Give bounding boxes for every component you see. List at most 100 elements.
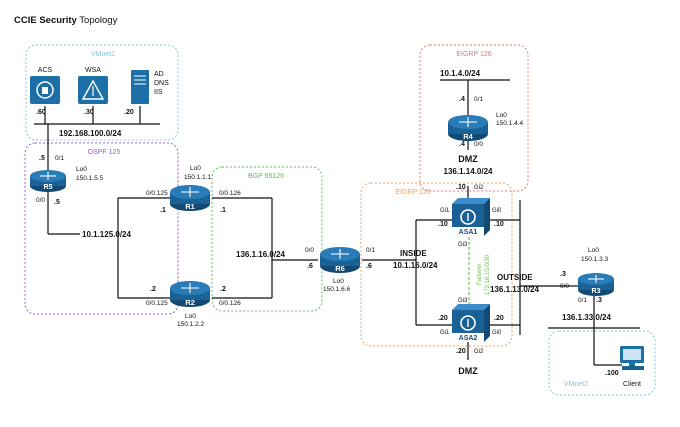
- ospf-zone: [24, 142, 179, 315]
- network-136-1-16: 136.1.16.0/24: [236, 250, 285, 259]
- client-ip: .100: [605, 370, 619, 377]
- network-136-1-13: 136.1.13.0/24: [490, 285, 539, 294]
- r5-lo-label: Lo0: [76, 166, 87, 173]
- client-label: Client: [623, 381, 641, 388]
- ad-label: AD: [154, 71, 164, 78]
- iis-label: IIS: [154, 89, 163, 96]
- asa2-dmz-if: Gi2: [474, 349, 484, 355]
- network-10-1-125: 10.1.125.0/24: [82, 230, 131, 239]
- diagram-title: CCIE Security Topology: [14, 15, 118, 26]
- asa1-gi0-ip: .10: [494, 221, 504, 228]
- asa2-dmz-ip: .20: [456, 348, 466, 355]
- vmnet2-zone: [548, 330, 656, 396]
- r6-if-left: 0/0: [305, 247, 314, 254]
- asa-dmz-if: Gi2: [474, 185, 484, 191]
- router-r1[interactable]: [170, 185, 210, 211]
- failover-network: 172.16.10.0/30: [485, 254, 491, 295]
- r2-if-right: 0/0.126: [219, 300, 241, 307]
- dns-label: DNS: [154, 80, 169, 87]
- r3-lo-ip: 150.1.3.3: [581, 256, 608, 263]
- router-r2[interactable]: [170, 281, 210, 307]
- r6-ip-right: .6: [366, 263, 372, 270]
- asa2-gi0-ip: .20: [494, 315, 504, 322]
- network-136-1-33: 136.1.33.0/24: [562, 313, 611, 322]
- wsa-ip: .30: [84, 109, 94, 116]
- asa-dmz-ip: .10: [456, 184, 466, 191]
- asa1-gi1: Gi1: [440, 208, 450, 214]
- r4-lo-label: Lo0: [496, 112, 507, 119]
- r2-lo-ip: 150.1.2.2: [177, 321, 204, 328]
- r4-up-if: 0/1: [474, 96, 483, 103]
- eigrp-inside-zone-label: EIGRP 126: [395, 189, 430, 196]
- eigrp-top-zone-label: EIGRP 126: [456, 51, 491, 58]
- router-r6[interactable]: [320, 247, 360, 273]
- asa2-gi1: Gi1: [440, 330, 450, 336]
- asa2-gi3: Gi3: [458, 298, 468, 304]
- network-10-1-4: 10.1.4.0/24: [440, 69, 481, 78]
- r2-ip-left: .2: [150, 286, 156, 293]
- r4-dn-ip: .4: [459, 141, 465, 148]
- asa2-gi1-ip: .20: [438, 315, 448, 322]
- vmnet1-zone: [25, 44, 179, 141]
- r3-dn-if: 0/1: [578, 297, 587, 304]
- router-r3[interactable]: [578, 273, 614, 296]
- eigrp-top-zone: [419, 44, 529, 192]
- network-10-1-16: 10.1.16.0/24: [393, 261, 438, 270]
- r5-lo-ip: 150.1.5.5: [76, 175, 103, 182]
- r5-dn-ip: .5: [54, 199, 60, 206]
- failover-label: Failover: [477, 264, 483, 285]
- router-r5[interactable]: [30, 170, 66, 192]
- r6-if-right: 0/1: [366, 247, 375, 254]
- r3-lo-label: Lo0: [588, 247, 599, 254]
- r1-if-right: 0/0.126: [219, 190, 241, 197]
- network-136-1-14: 136.1.14.0/24: [444, 167, 493, 176]
- r1-name: R1: [185, 202, 195, 211]
- vmnet1-zone-label: VMnet1: [91, 51, 115, 58]
- firewall-asa1[interactable]: [452, 198, 490, 236]
- r4-lo-ip: 150.1.4.4: [496, 120, 523, 127]
- wsa-appliance-icon[interactable]: [78, 76, 108, 104]
- router-r4[interactable]: [448, 115, 488, 141]
- inside-name: INSIDE: [400, 249, 427, 258]
- r4-up-ip: .4: [459, 96, 465, 103]
- dmz-bottom-name: DMZ: [458, 366, 478, 376]
- asa1-name: ASA1: [459, 229, 478, 236]
- r2-lo-label: Lo0: [185, 313, 196, 320]
- r3-left-if: 0/0: [560, 283, 569, 290]
- bgp-zone: [211, 166, 323, 312]
- r4-dn-if: 0/0: [474, 141, 483, 148]
- ad-ip: .20: [124, 109, 134, 116]
- outside-name: OUTSIDE: [497, 273, 533, 282]
- asa2-gi0: Gi0: [492, 330, 502, 336]
- asa2-name: ASA2: [459, 335, 478, 342]
- r1-ip-right: .1: [220, 207, 226, 214]
- asa1-gi0: Gi0: [492, 208, 502, 214]
- dmz-top-name: DMZ: [458, 154, 478, 164]
- ospf-zone-label: OSPF 125: [88, 149, 121, 156]
- r4-name: R4: [463, 132, 473, 141]
- r1-ip-left: .1: [160, 207, 166, 214]
- r6-name: R6: [335, 264, 345, 273]
- r3-left-ip: .3: [560, 271, 566, 278]
- r2-name: R2: [185, 298, 195, 307]
- r3-dn-ip: .3: [596, 297, 602, 304]
- r1-if-left: 0/0.125: [146, 190, 168, 197]
- firewall-asa2[interactable]: [452, 304, 490, 342]
- r2-if-left: 0/0.125: [146, 300, 168, 307]
- links: [34, 79, 640, 366]
- r6-lo-ip: 150.1.6.6: [323, 286, 350, 293]
- r6-ip-left: .6: [307, 263, 313, 270]
- server-tower-icon[interactable]: [131, 70, 149, 104]
- asa1-gi3: Gi3: [458, 242, 468, 248]
- network-192-168-100: 192.168.100.0/24: [59, 129, 122, 138]
- r5-up-ip: .5: [39, 155, 45, 162]
- asa1-gi1-ip: .10: [438, 221, 448, 228]
- acs-ip: .60: [36, 109, 46, 116]
- acs-server-icon[interactable]: [30, 76, 60, 104]
- r5-name: R5: [44, 184, 53, 191]
- r6-lo-label: Lo0: [333, 278, 344, 285]
- eigrp-inside-zone: [360, 182, 513, 347]
- client-pc-icon[interactable]: [620, 346, 644, 370]
- r1-lo-ip: 150.1.1.1: [184, 174, 211, 181]
